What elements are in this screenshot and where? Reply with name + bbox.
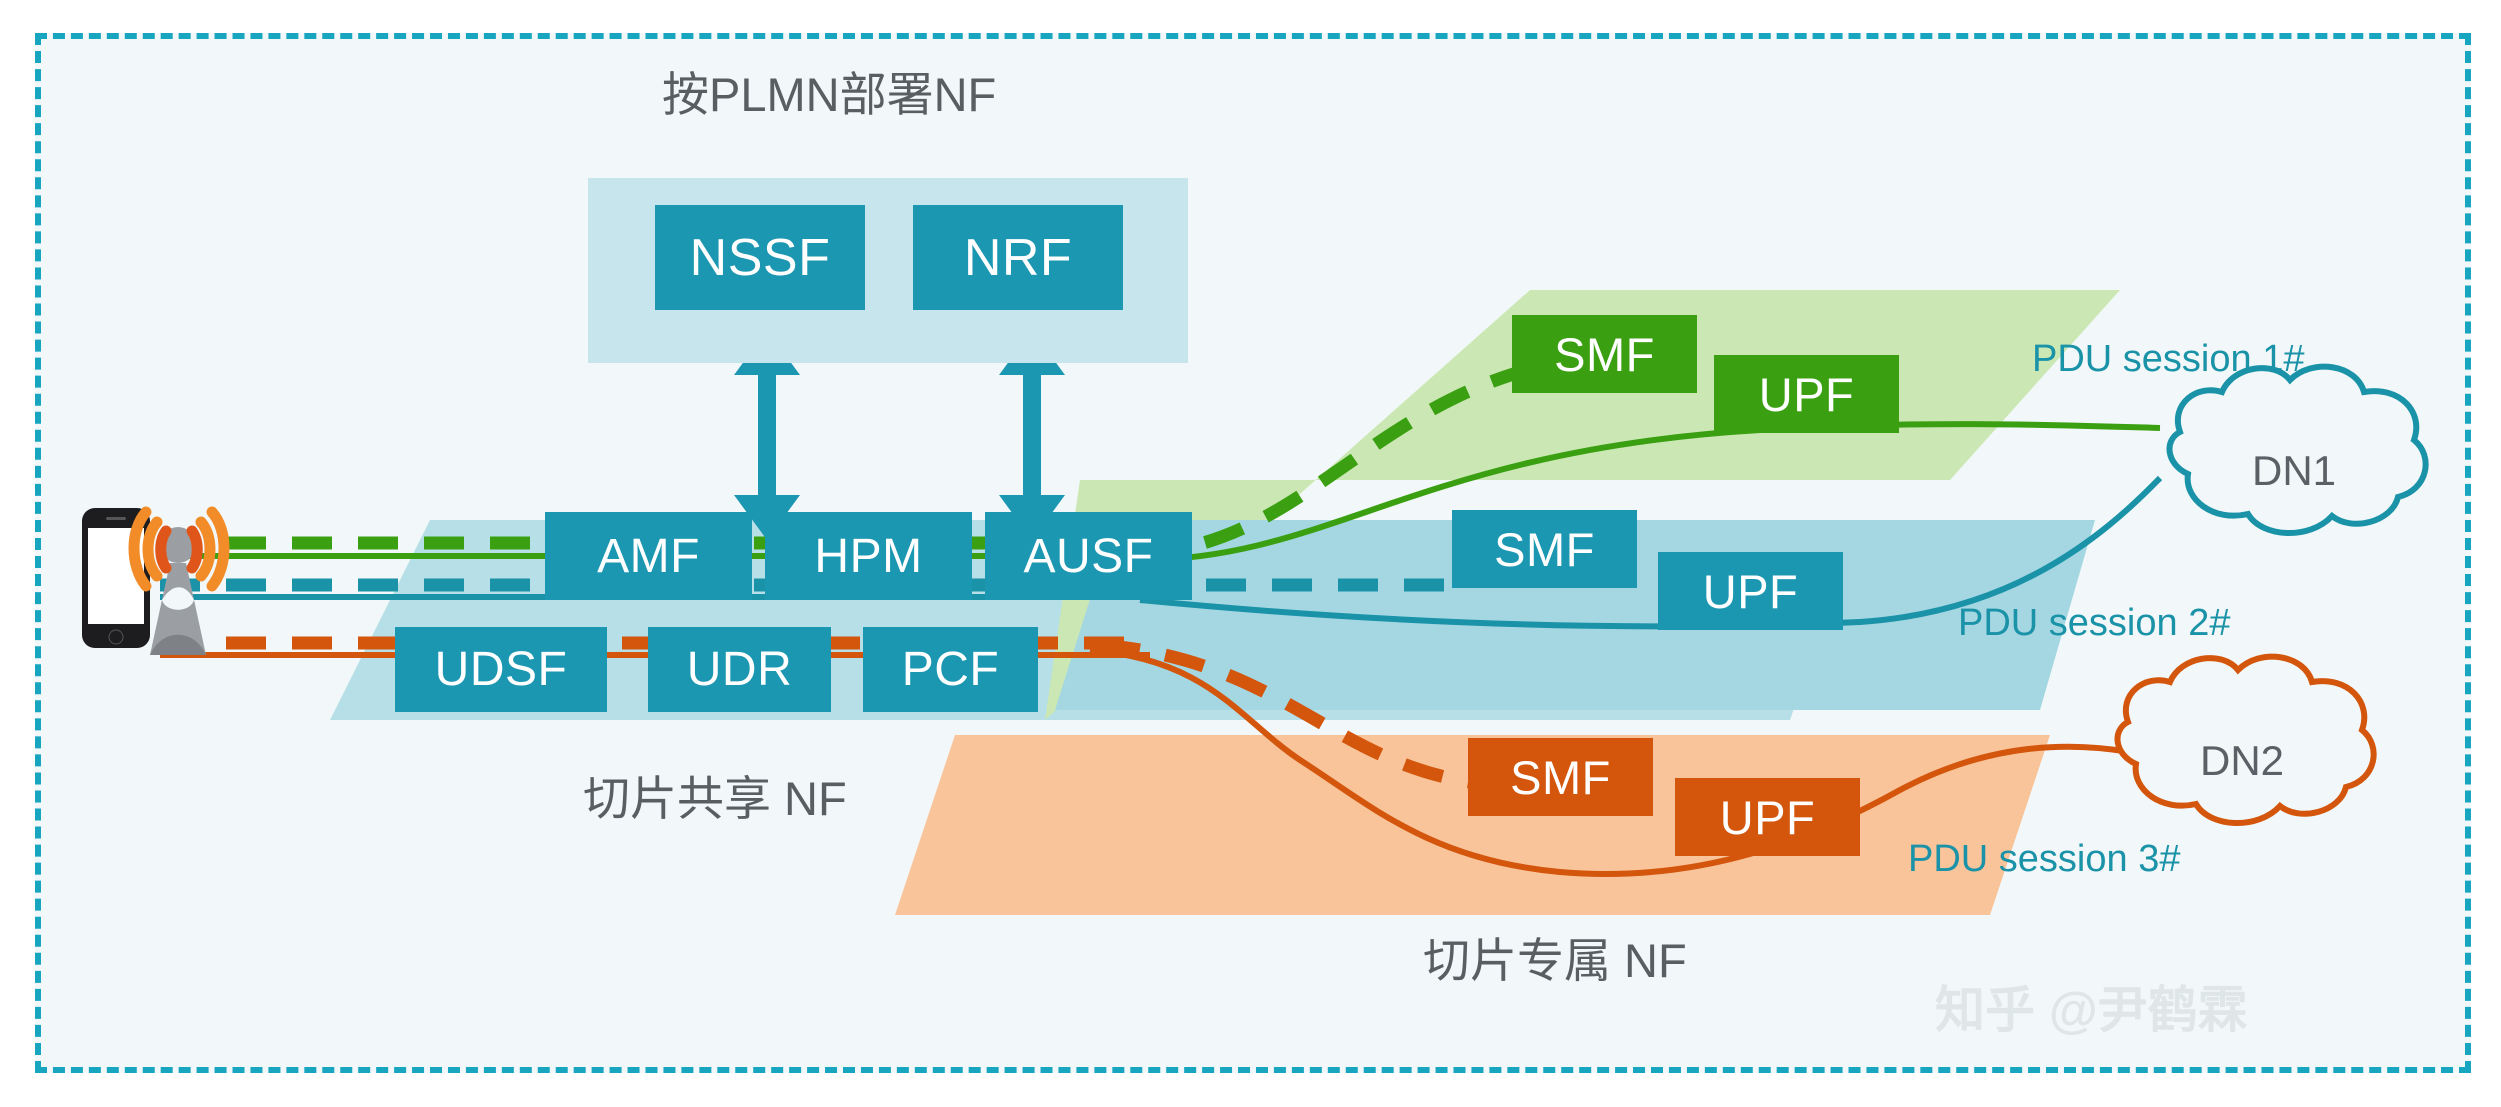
nf-node-label: SMF	[1494, 522, 1595, 576]
slice-1-session-label: PDU session 1#	[2032, 338, 2305, 380]
nf-node-amf[interactable]: AMF	[545, 512, 752, 600]
slice-3-node-upf[interactable]: UPF	[1675, 778, 1860, 856]
nf-node-label: SMF	[1510, 750, 1611, 804]
slice-1-node-upf[interactable]: UPF	[1714, 355, 1899, 433]
nf-node-label: HPM	[814, 529, 923, 583]
slice-3-node-smf[interactable]: SMF	[1468, 738, 1653, 816]
nf-node-label: SMF	[1554, 327, 1655, 381]
nf-node-ausf[interactable]: AUSF	[985, 512, 1192, 600]
nf-node-nrf[interactable]: NRF	[913, 205, 1123, 310]
watermark: 知乎 @尹鹤霖	[1935, 982, 2248, 1038]
nf-node-label: UPF	[1719, 790, 1816, 844]
nf-node-label: NRF	[963, 228, 1073, 287]
shared-nf-label: 切片共享 NF	[583, 772, 847, 825]
slice-1-node-smf[interactable]: SMF	[1512, 315, 1697, 393]
nf-node-pcf[interactable]: PCF	[863, 627, 1038, 712]
nf-node-hpm[interactable]: HPM	[765, 512, 972, 600]
slice-2-session-label: PDU session 2#	[1958, 602, 2231, 644]
plmn-title: 按PLMN部署NF	[662, 68, 997, 121]
slice-2-node-upf[interactable]: UPF	[1658, 552, 1843, 630]
nf-node-label: AUSF	[1023, 529, 1154, 583]
nf-node-label: AMF	[597, 529, 700, 583]
slice-2-node-smf[interactable]: SMF	[1452, 510, 1637, 588]
nf-node-udsf[interactable]: UDSF	[395, 627, 607, 712]
nf-node-label: UDR	[686, 643, 793, 696]
diagram-frame	[35, 33, 2471, 1073]
dn1-label: DN1	[2252, 447, 2337, 494]
dn2-label: DN2	[2200, 737, 2285, 784]
nf-node-label: UDSF	[434, 643, 568, 696]
slice-3-session-label: PDU session 3#	[1908, 838, 2181, 880]
nf-node-label: NSSF	[689, 228, 831, 287]
nf-node-label: PCF	[901, 643, 1000, 696]
nf-node-udr[interactable]: UDR	[648, 627, 831, 712]
nf-node-label: UPF	[1702, 564, 1799, 618]
nf-node-label: UPF	[1758, 367, 1855, 421]
dedicated-nf-label: 切片专属 NF	[1423, 934, 1687, 987]
nf-node-nssf[interactable]: NSSF	[655, 205, 865, 310]
